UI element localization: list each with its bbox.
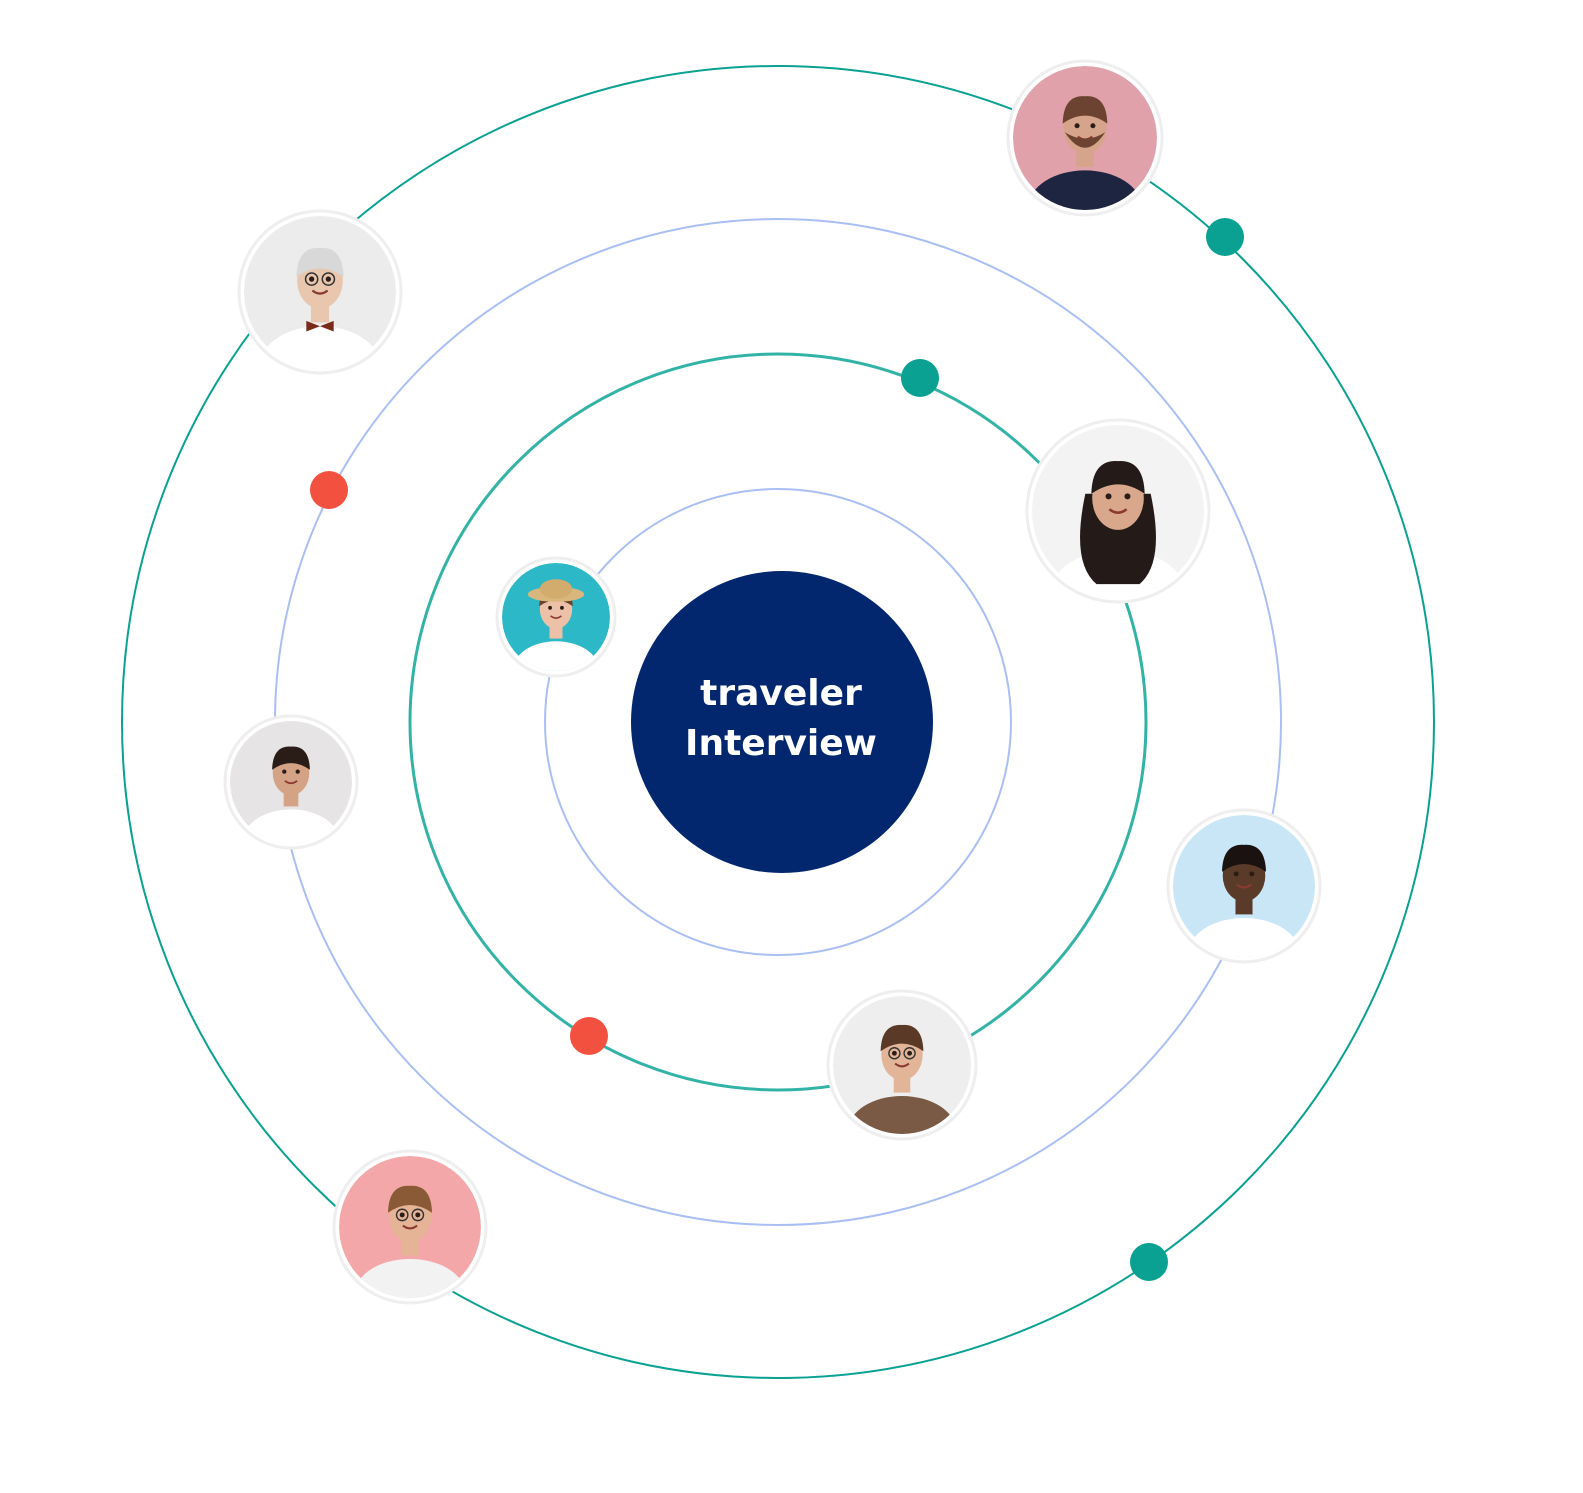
- center-circle: [631, 571, 933, 873]
- orbit-dot-red: [570, 1017, 608, 1055]
- orbit-dot-teal: [1206, 218, 1244, 256]
- avatar-group: [223, 59, 1322, 1305]
- avatar-woman-long-hair: [1025, 418, 1211, 604]
- avatar-man-plaid-shirt: [826, 989, 978, 1141]
- avatar-bearded-man: [1006, 59, 1164, 217]
- avatar-woman-straw-hat: [495, 556, 617, 678]
- orbit-ring-outer: [121, 65, 1435, 1379]
- orbit-ring-second: [408, 352, 1148, 1092]
- center-title-line1: traveler: [700, 673, 862, 714]
- orbit-dot-teal: [901, 359, 939, 397]
- avatar-older-man-bowtie: [237, 209, 403, 375]
- avatar-young-man-white-tee: [223, 714, 359, 850]
- center-title-line2: Interview: [685, 723, 877, 764]
- avatar-man-striped-shirt: [332, 1149, 488, 1305]
- orbit-dot-red: [310, 471, 348, 509]
- avatar-man-blue-background: [1166, 808, 1322, 964]
- orbit-ring-inner: [544, 488, 1012, 956]
- orbit-dot-teal: [1130, 1243, 1168, 1281]
